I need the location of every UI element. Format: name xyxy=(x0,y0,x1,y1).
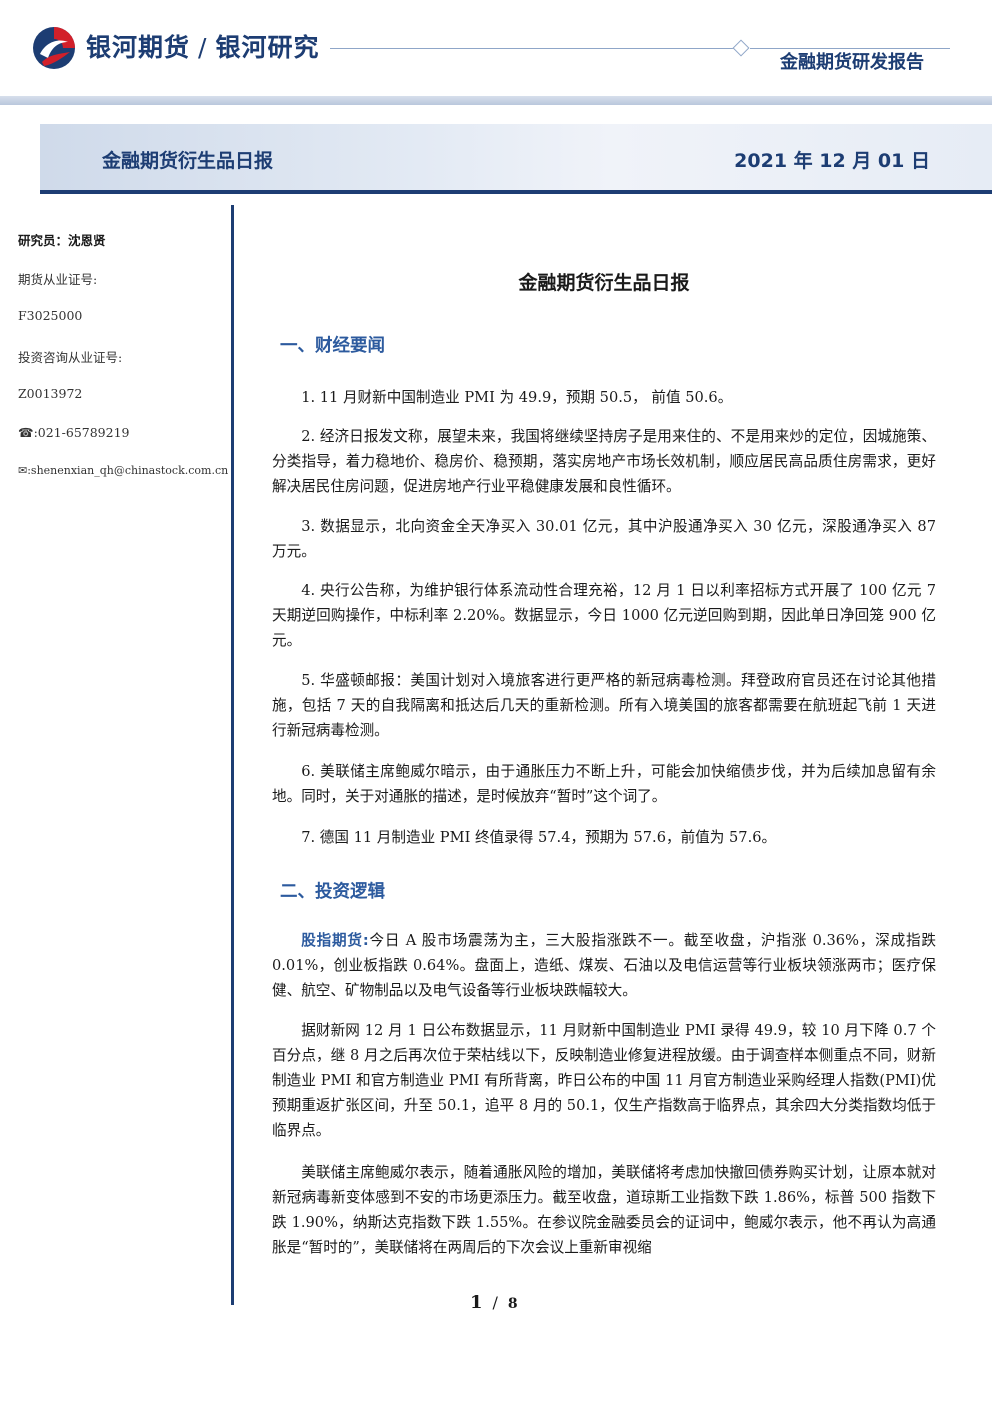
page-current: 1 xyxy=(470,1292,483,1313)
phone-number: ☎:021-65789219 xyxy=(18,425,130,440)
logic-paragraph: 据财新网 12 月 1 日公布数据显示，11 月财新中国制造业 PMI 录得 4… xyxy=(272,1022,936,1139)
header-diamond-ornament xyxy=(732,39,750,57)
sidebar-divider xyxy=(231,205,234,1305)
company-logo xyxy=(33,27,75,69)
banner-title: 金融期货衍生品日报 xyxy=(102,150,274,172)
news-item: 5. 华盛顿邮报：美国计划对入境旅客进行更严格的新冠病毒检测。拜登政府官员还在讨… xyxy=(272,672,936,739)
title-banner: 金融期货衍生品日报 2021 年 12 月 01 日 xyxy=(40,124,992,194)
news-item: 4. 央行公告称，为维护银行体系流动性合理充裕，12 月 1 日以利率招标方式开… xyxy=(272,582,936,649)
logic-paragraph: 股指期货:今日 A 股市场震荡为主，三大股指涨跌不一。截至收盘，沪指涨 0.36… xyxy=(272,928,936,1003)
report-type: 金融期货研发报告 xyxy=(780,52,924,73)
advisory-cert-label: 投资咨询从业证号: xyxy=(18,350,123,365)
logic-paragraph: 美联储主席鲍威尔表示，随着通胀风险的增加，美联储将考虑加快撤回债券购买计划，让原… xyxy=(272,1164,936,1256)
brand-name: 银河期货 xyxy=(86,33,191,62)
section-heading-logic: 二、投资逻辑 xyxy=(280,882,385,902)
advisory-cert-value: Z0013972 xyxy=(18,386,83,401)
page-total: 8 xyxy=(507,1296,518,1312)
researcher-name: 研究员：沈恩贤 xyxy=(18,233,106,248)
news-item: 3. 数据显示，北向资金全天净买入 30.01 亿元，其中沪股通净买入 30 亿… xyxy=(272,518,936,560)
news-item: 2. 经济日报发文称，展望未来，我国将继续坚持房子是用来住的、不是用来炒的定位，… xyxy=(272,428,936,495)
news-item: 6. 美联储主席鲍威尔暗示，由于通胀压力不断上升，可能会加快缩债步伐，并为后续加… xyxy=(272,763,936,805)
brand-separator: / xyxy=(198,33,208,62)
logic-lead-label: 股指期货: xyxy=(301,932,369,949)
email-address: ✉:shenenxian_qh@chinastock.com.cn xyxy=(18,464,229,477)
news-item: 1. 11 月财新中国制造业 PMI 为 49.9，预期 50.5， 前值 50… xyxy=(301,389,733,406)
header-rule-right xyxy=(750,48,950,49)
news-item: 7. 德国 11 月制造业 PMI 终值录得 57.4，预期为 57.6，前值为… xyxy=(301,829,777,846)
document-title: 金融期货衍生品日报 xyxy=(518,272,690,294)
brand-title: 银河期货/银河研究 xyxy=(86,28,319,64)
logic-text: 今日 A 股市场震荡为主，三大股指涨跌不一。截至收盘，沪指涨 0.36%，深成指… xyxy=(272,932,936,999)
header-rule xyxy=(330,48,734,49)
brand-subtitle: 银河研究 xyxy=(215,33,320,62)
futures-cert-value: F3025000 xyxy=(18,308,83,323)
page-separator: / xyxy=(492,1293,498,1312)
page-number: 1 / 8 xyxy=(470,1292,518,1313)
futures-cert-label: 期货从业证号: xyxy=(18,272,98,287)
section-heading-news: 一、财经要闻 xyxy=(280,336,385,356)
header-band xyxy=(0,96,992,105)
report-date: 2021 年 12 月 01 日 xyxy=(734,150,930,172)
